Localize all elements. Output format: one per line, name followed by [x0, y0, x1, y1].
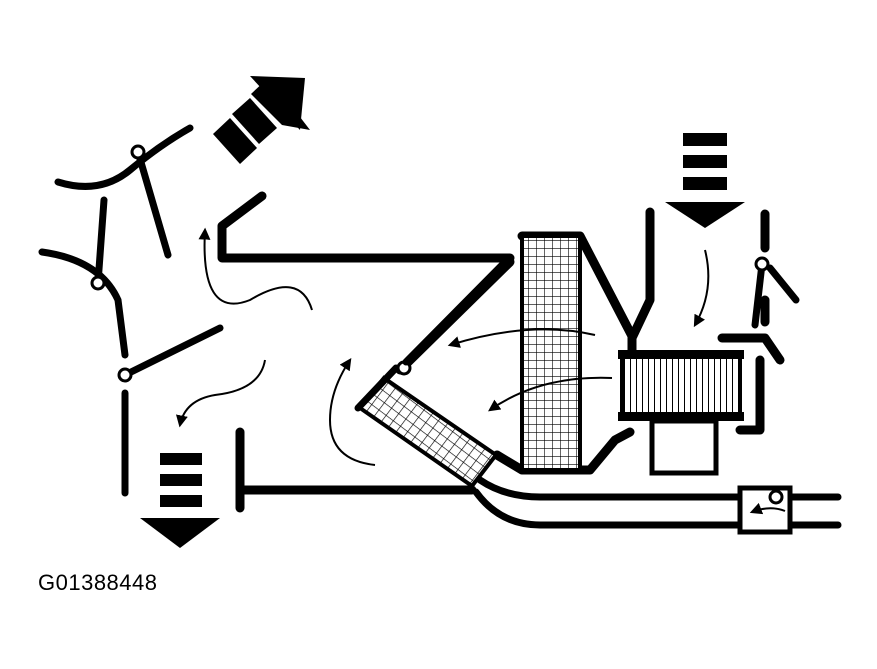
- inlet-arrow: [665, 133, 745, 228]
- defrost-outlet-arrow: [213, 76, 310, 164]
- floor-outlet-arrow: [140, 453, 220, 548]
- floor-door: [38, 196, 224, 497]
- heater-core: [354, 360, 499, 489]
- recirc-door: [751, 256, 800, 329]
- coolant-hoses: [472, 476, 842, 529]
- blower-motor: [649, 418, 719, 476]
- airflow-arrows: [176, 227, 710, 466]
- coolant-valve: [737, 485, 793, 535]
- blend-door: [402, 258, 509, 366]
- defrost-door: [54, 124, 194, 259]
- evaporator-core: [520, 234, 582, 472]
- figure-reference-code: G01388448: [38, 570, 158, 595]
- blower-wheel: [618, 350, 744, 421]
